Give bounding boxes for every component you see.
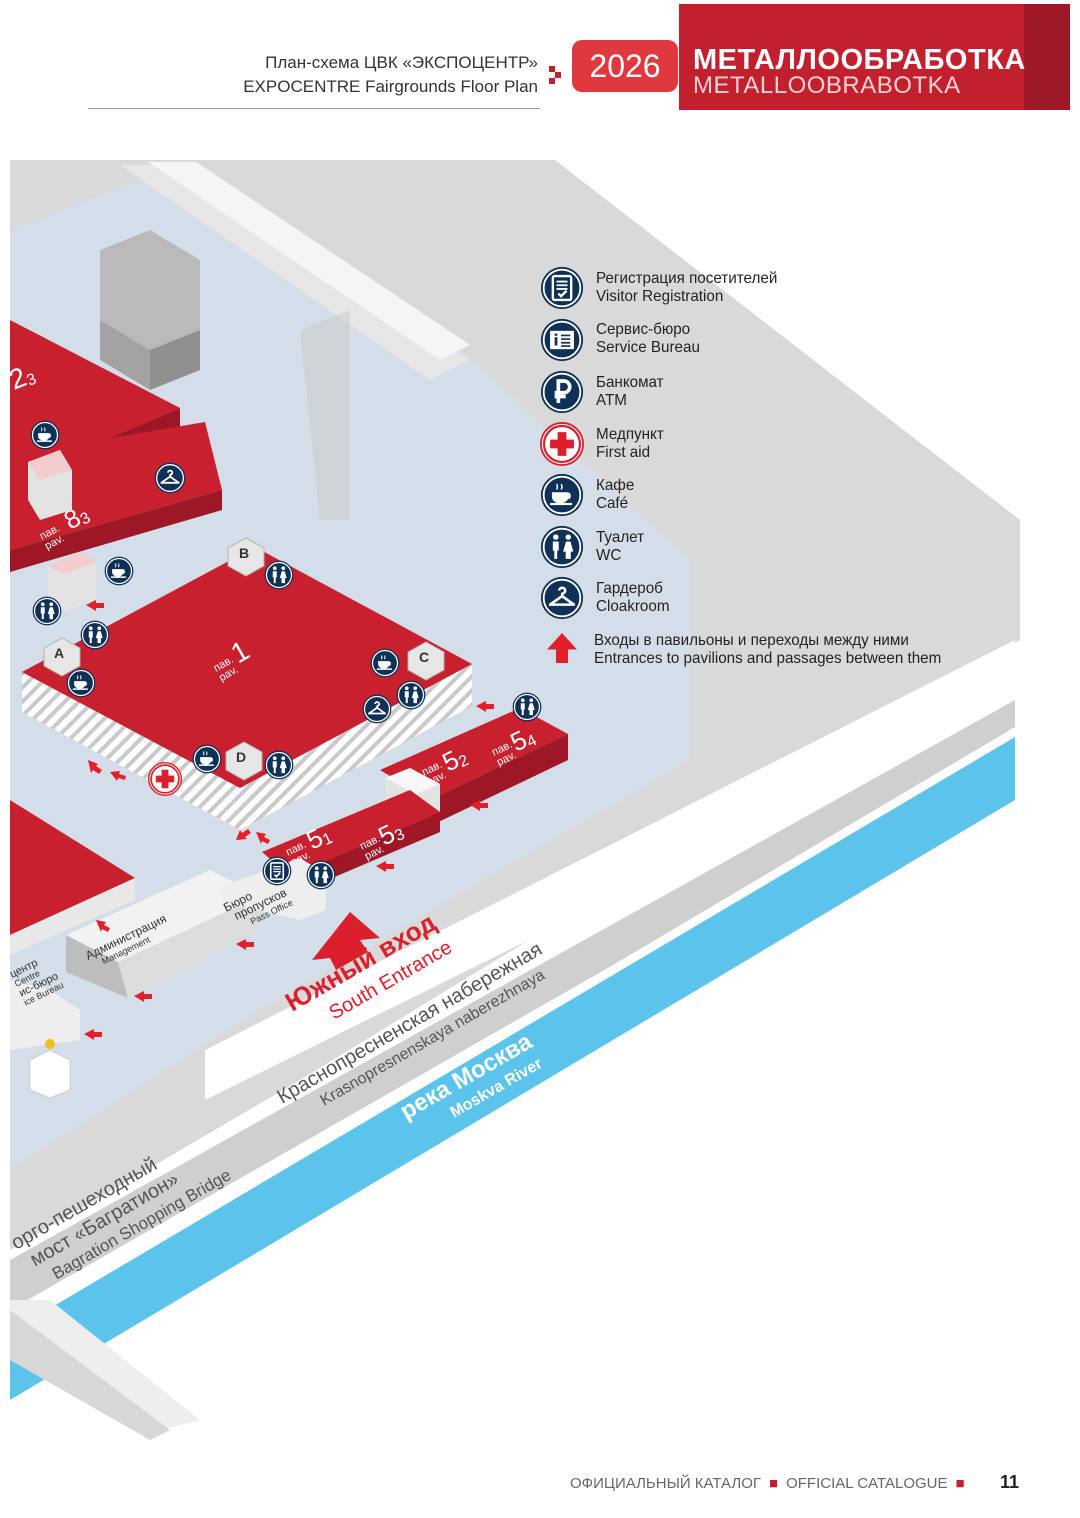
header-marker — [549, 66, 561, 84]
footer-catalogue-ru: ОФИЦИАЛЬНЫЙ КАТАЛОГ — [570, 1475, 762, 1492]
cafe-icon — [370, 648, 400, 678]
corner-a: A — [43, 637, 81, 677]
wc-icon — [306, 860, 336, 890]
event-title-ru: МЕТАЛЛООБРАБОТКА — [693, 44, 1026, 76]
footer-separator: ■ — [955, 1475, 965, 1492]
first-aid-icon — [540, 422, 584, 466]
header-title-ru: План-схема ЦВК «ЭКСПОЦЕНТР» — [265, 53, 538, 72]
first-aid-icon — [148, 762, 182, 796]
footer-separator: ■ — [769, 1475, 779, 1492]
svg-text:B: B — [239, 545, 249, 561]
service-centre-building[interactable]: центрCentreис-бюроice Bureau — [8, 951, 80, 1050]
entrance-arrow-icon — [547, 633, 577, 663]
cafe-icon — [30, 420, 60, 450]
header-title-en: EXPOCENTRE Fairgrounds Floor Plan — [243, 77, 538, 96]
cafe-icon — [66, 668, 96, 698]
wc-icon — [264, 560, 294, 590]
cloakroom-icon — [154, 462, 186, 494]
management-building[interactable]: АдминистрацияManagement — [66, 870, 260, 998]
wc-icon — [264, 750, 294, 780]
corner-b: B — [227, 537, 265, 577]
year-badge: 2026 — [572, 40, 678, 92]
registration-icon — [262, 856, 292, 886]
atm-icon — [540, 370, 584, 414]
page-number: 11 — [1000, 1472, 1020, 1492]
south-entrance-arrow — [312, 912, 380, 970]
corner-c: C — [407, 641, 445, 681]
svg-text:A: A — [54, 645, 64, 661]
registration-icon — [540, 266, 584, 310]
event-banner-tail — [1024, 4, 1070, 110]
wc-icon — [32, 596, 62, 626]
footer-catalogue-en: OFFICIAL CATALOGUE — [786, 1475, 948, 1492]
cafe-icon — [540, 473, 584, 517]
cafe-icon — [104, 556, 134, 586]
header-rule — [88, 108, 540, 109]
wc-icon — [512, 692, 542, 722]
entrance-arrows — [84, 600, 494, 1040]
svg-text:D: D — [236, 749, 246, 765]
event-banner — [679, 4, 1024, 110]
wc-icon — [396, 680, 426, 710]
wc-icon — [80, 620, 110, 650]
event-title-en: METALLOOBRABOTKA — [693, 72, 961, 99]
cloakroom-icon — [362, 694, 392, 724]
pavilion-8[interactable]: пав.pav. 83 — [10, 422, 222, 572]
corner-d: D — [225, 741, 263, 781]
svg-text:C: C — [419, 649, 429, 665]
cloakroom-icon — [540, 576, 584, 620]
footer: ОФИЦИАЛЬНЫЙ КАТАЛОГ ■ OFFICIAL CATALOGUE ■ — [570, 1475, 973, 1492]
chapel — [29, 1039, 71, 1099]
service-bureau-icon — [540, 318, 584, 362]
cafe-icon — [192, 744, 222, 774]
wc-icon — [540, 525, 584, 569]
